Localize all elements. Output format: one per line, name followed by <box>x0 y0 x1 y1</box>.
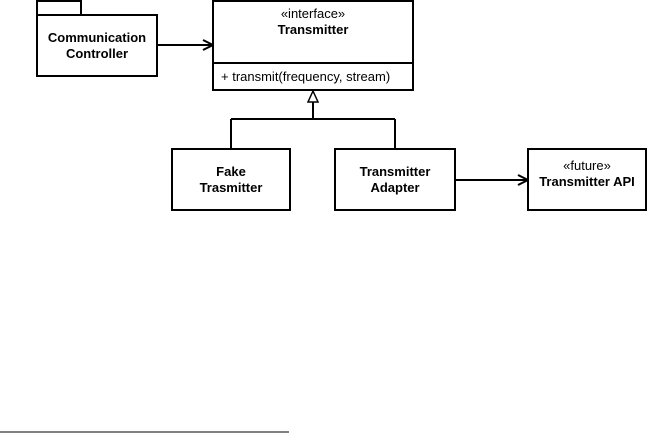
dependency-arrow-adapter-to-api <box>455 175 528 185</box>
transmitter-interface-box: «interface» Transmitter + transmit(frequ… <box>213 1 413 90</box>
interface-operation: + transmit(frequency, stream) <box>221 69 390 84</box>
package-tab <box>37 1 81 15</box>
api-name: Transmitter API <box>539 174 635 189</box>
interface-stereotype: «interface» <box>281 6 345 21</box>
realization-arrowhead <box>308 91 318 102</box>
fake-label-line1: Fake <box>216 164 246 179</box>
transmitter-adapter-box: Transmitter Adapter <box>335 149 455 210</box>
adapter-label-line2: Adapter <box>370 180 419 195</box>
fake-label-line2: Trasmitter <box>200 180 263 195</box>
realization-connector <box>231 91 395 149</box>
api-stereotype: «future» <box>563 158 611 173</box>
fake-transmitter-box: Fake Trasmitter <box>172 149 290 210</box>
adapter-label-line1: Transmitter <box>360 164 431 179</box>
interface-name: Transmitter <box>278 22 349 37</box>
dependency-arrow-controller-to-transmitter <box>157 40 213 50</box>
package-label-line1: Communication <box>48 30 146 45</box>
transmitter-api-box: «future» Transmitter API <box>528 149 646 210</box>
package-label-line2: Controller <box>66 46 128 61</box>
communication-controller-package: Communication Controller <box>37 1 157 76</box>
